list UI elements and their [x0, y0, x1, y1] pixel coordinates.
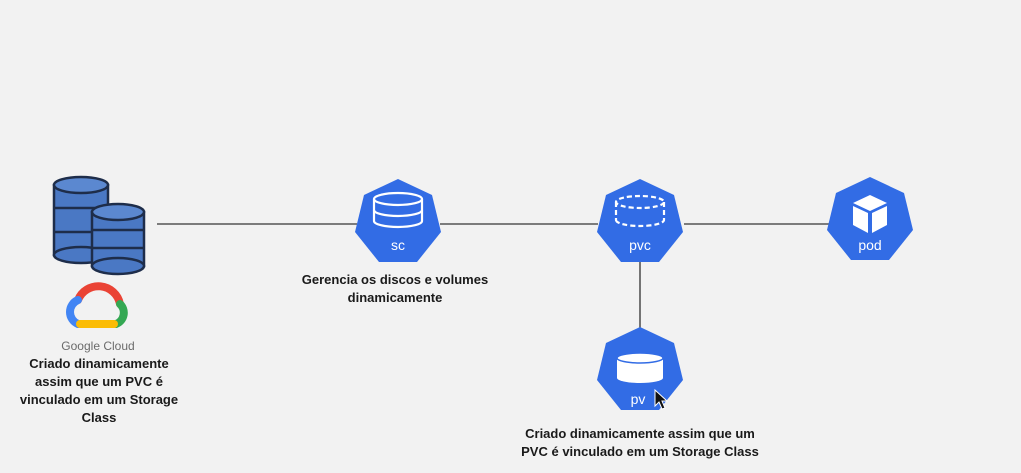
pv-node[interactable]: pv: [597, 327, 683, 410]
pv-caption: Criado dinamicamente assim que um PVC é …: [470, 425, 810, 461]
pv-caption-line-1: Criado dinamicamente assim que um: [525, 426, 755, 441]
storage-class-icon: [372, 191, 424, 229]
pod-label: pod: [858, 237, 881, 253]
pv-label: pv: [631, 391, 646, 407]
persistent-volume-icon: [616, 352, 664, 383]
pod-heptagon: [827, 177, 913, 260]
sc-caption: Gerencia os discos e volumes dinamicamen…: [301, 272, 489, 305]
storage-caption: Criado dinamicamente assim que um PVC é …: [19, 356, 179, 425]
pvc-label: pvc: [629, 237, 651, 253]
database-icon: [52, 175, 146, 276]
mouse-cursor-icon: [654, 388, 669, 410]
sc-heptagon: [355, 179, 441, 262]
pod-node[interactable]: pod: [827, 177, 913, 260]
pv-caption-line-2: PVC é vinculado em um Storage Class: [521, 444, 759, 459]
persistent-volume-claim-icon: [614, 194, 666, 228]
google-cloud-logo: Google Cloud: [61, 282, 135, 353]
pvc-node[interactable]: pvc: [597, 179, 683, 262]
sc-label: sc: [391, 237, 405, 253]
pod-cube-icon: [853, 195, 887, 233]
sc-node[interactable]: sc: [355, 179, 441, 262]
google-cloud-label: Google Cloud: [61, 339, 134, 353]
